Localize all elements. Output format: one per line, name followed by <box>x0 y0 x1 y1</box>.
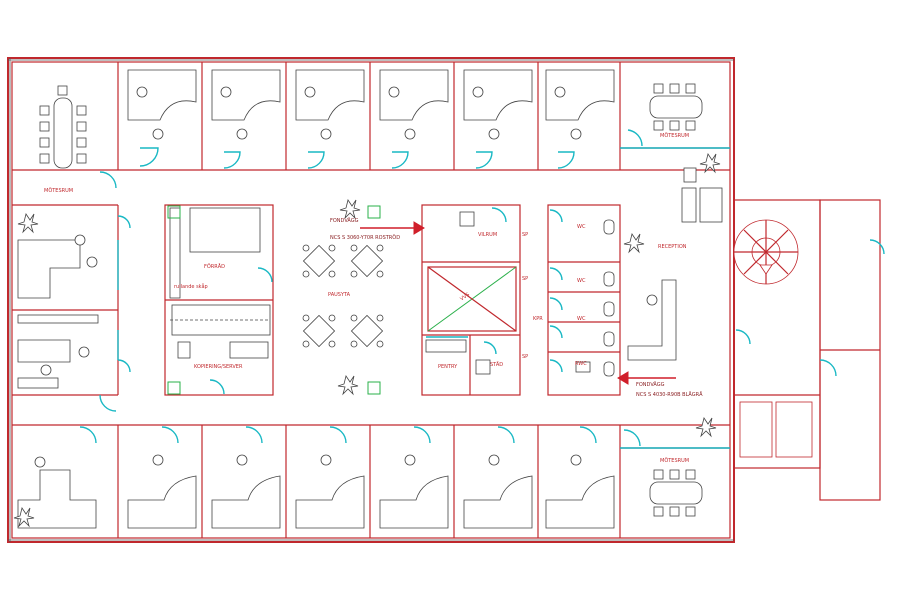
label-kpr: KPR <box>533 316 543 322</box>
label-kopiering: KOPIERING/SERVER <box>194 364 243 370</box>
plant-icon <box>695 417 717 438</box>
label-rulle: rullande skåp <box>174 283 208 290</box>
fondvagg-top-title: FONDVÄGG <box>330 217 359 224</box>
reception-desk <box>627 167 723 361</box>
label-wc-3: WC <box>577 316 586 322</box>
left-offices <box>12 204 119 396</box>
label-vilrum: VILRUM <box>478 232 497 238</box>
room-labels: MÖTESRUM MÖTESRUM MÖTESRUM FÖRRÅD KOPIER… <box>44 132 689 464</box>
top-offices <box>12 62 730 171</box>
pausyta-tables <box>302 244 384 348</box>
meeting-table-top-right <box>649 83 703 131</box>
plant-icon <box>339 199 361 220</box>
label-reception: RECEPTION <box>658 244 687 250</box>
shelving <box>169 207 261 299</box>
left-office-furniture <box>17 234 99 389</box>
meeting-table-bottom-right <box>649 469 703 517</box>
plant-markers <box>13 153 721 528</box>
fondvagg-annotations: FONDVÄGG NCS S 3060-Y70R ROSTRÖD FONDVÄG… <box>330 217 703 398</box>
fondvagg-top-spec: NCS S 3060-Y70R ROSTRÖD <box>330 234 400 241</box>
fondvagg-arrows <box>360 221 676 385</box>
fondvagg-bottom-title: FONDVÄGG <box>636 381 665 388</box>
label-wc-2: WC <box>577 278 586 284</box>
label-sp-1: SP <box>522 232 528 238</box>
label-rwc: RWC <box>575 361 587 367</box>
label-forrad: FÖRRÅD <box>204 263 225 270</box>
meeting-table-top-left <box>39 85 87 169</box>
arrow-right-icon <box>413 221 425 235</box>
fondvagg-bottom-spec: NCS S 4030-R90B BLÅGRÅ <box>636 391 703 398</box>
label-motesrum-bottom-right: MÖTESRUM <box>660 457 689 464</box>
plant-icon <box>699 153 721 174</box>
wc-fixtures <box>425 211 615 377</box>
arrow-left-icon <box>617 371 629 385</box>
label-sp-2: SP <box>522 276 528 282</box>
label-pausyta: PAUSYTA <box>328 292 351 298</box>
plant-icon <box>337 375 359 396</box>
bottom-offices <box>12 424 730 538</box>
label-vvs: VVS <box>459 292 471 303</box>
label-stad: STÄD <box>490 361 503 368</box>
central-core <box>164 204 621 396</box>
desks-top <box>127 69 615 140</box>
label-motesrum-top-left: MÖTESRUM <box>44 187 73 194</box>
plant-icon <box>623 233 645 254</box>
outer-walls <box>7 57 735 543</box>
stair-wing <box>733 199 885 501</box>
doors <box>79 129 751 449</box>
label-wc-1: WC <box>577 224 586 230</box>
desks-bottom <box>17 454 615 529</box>
label-pentry: PENTRY <box>438 364 458 370</box>
label-motesrum-top-right: MÖTESRUM <box>660 132 689 139</box>
plant-icon <box>17 213 39 234</box>
label-sp-3: SP <box>522 354 528 360</box>
plant-icon <box>13 507 35 528</box>
